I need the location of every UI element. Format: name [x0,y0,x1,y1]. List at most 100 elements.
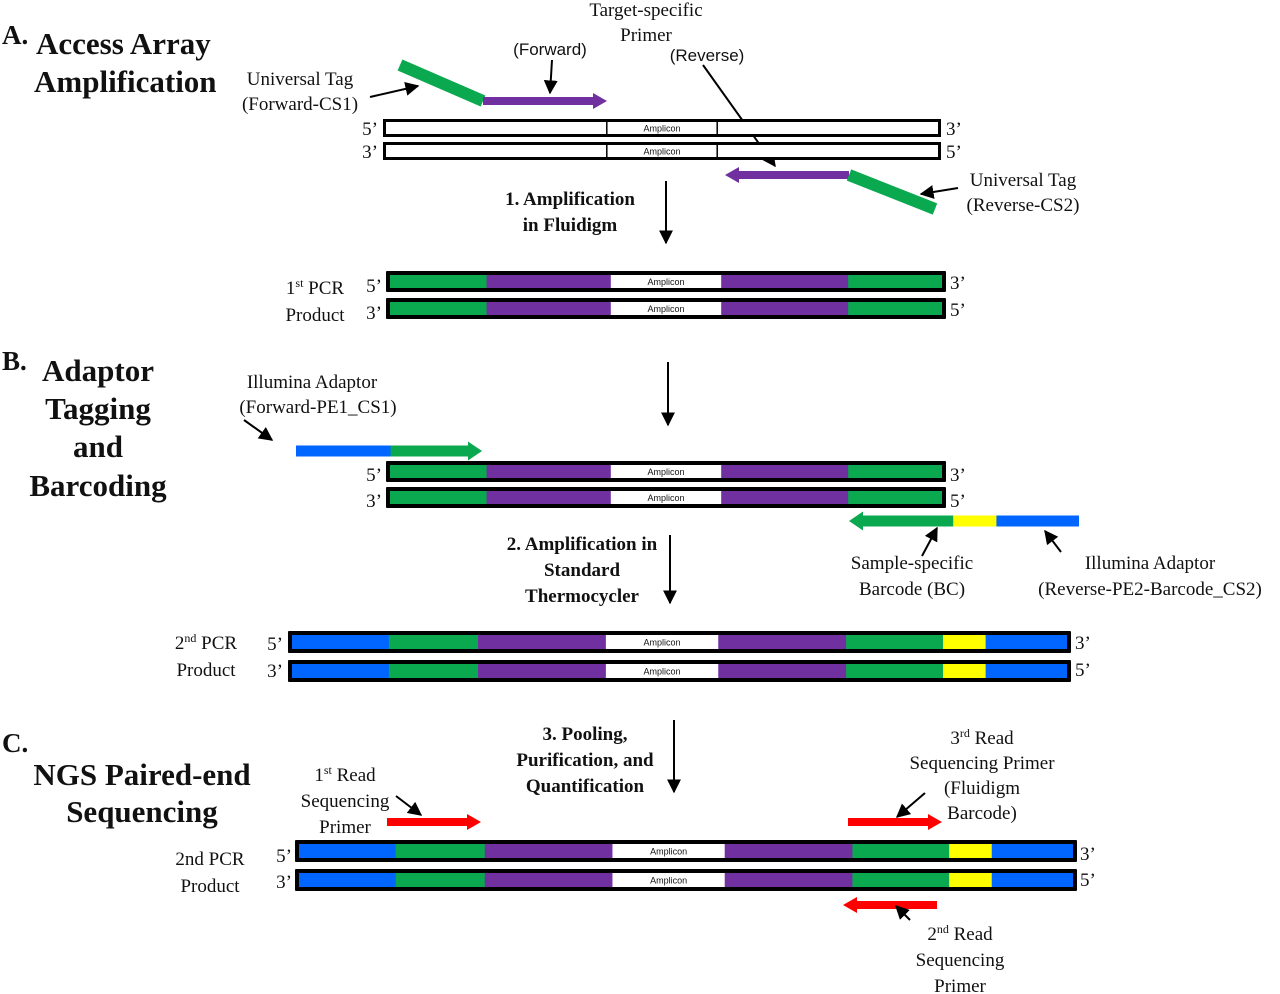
strand-segment-tag [390,302,488,315]
strand-segment-tag [852,844,950,858]
strand-segment-amplicon [610,465,722,478]
strand-segment-primer [486,491,612,504]
arrow-segment-adaptor [296,445,392,457]
step-3-line3: Quantification [526,776,645,797]
read3-line4: Barcode) [947,803,1017,824]
universal-tag-forward-pointer [369,81,420,98]
section-c-title: C. NGS Paired-end Sequencing [2,728,251,829]
step-3-line2: Purification, and [516,750,654,771]
b-bottom-right-end: 5’ [950,491,966,512]
arrow-segment-adaptor [996,515,1079,527]
c-bottom-left-end: 3’ [276,872,292,893]
illumina-reverse-line1: Illumina Adaptor [1085,553,1216,574]
illumina-forward-pointer [243,419,274,441]
strand-segment-tag [395,844,486,858]
amplicon-label: Amplicon [647,493,684,503]
read1-line2: Sequencing [301,791,390,812]
strand-segment-primer [484,873,613,887]
read1-line1: 1st Read [314,763,376,786]
strand-segment-adaptor [985,664,1067,678]
arrow-segment-tag [862,515,954,527]
strand-segment-tag [848,302,942,315]
amplicon-label: Amplicon [647,304,684,314]
forward-universal-tag-segment [397,59,486,107]
section-b-title-line2: Tagging [45,391,151,426]
section-a-title-line1: Access Array [36,26,211,61]
read3-pointer [895,792,926,818]
illumina-forward-line1: Illumina Adaptor [247,372,378,393]
c-pcr-label-line2: Product [180,876,240,897]
step-3-line1: 3. Pooling, [543,724,628,745]
section-c-title-line1: NGS Paired-end [33,757,250,792]
strand-segment-primer [486,275,612,288]
arrow-head [849,511,863,531]
reverse-universal-tag-segment [846,169,938,215]
first-pcr-label-line2: Product [285,305,345,326]
read1-pointer [395,795,423,816]
illumina-adaptor-reverse-label: Illumina Adaptor (Reverse-PE2-Barcode_CS… [1038,553,1262,600]
strand-segment-tag [390,491,488,504]
read2-sequencing-primer-arrow [843,897,937,913]
step-1-line1: 1. Amplification [505,189,635,210]
strand-segment-adaptor [991,873,1073,887]
step-2-line3: Thermocycler [525,586,640,607]
strand-segment-barcode [943,664,987,678]
template-strand-top: Amplicon [383,119,941,137]
strand-segment-amplicon [605,664,719,678]
section-b-title-line1: Adaptor [42,353,154,388]
template-strand-bottom: Amplicon [383,142,941,160]
arrow-head [725,167,739,183]
strand-segment-amplicon [610,275,722,288]
third-pcr-product-label: 2nd PCR Product [175,849,244,897]
pcr2-bottom-left-end: 3’ [267,661,283,682]
strand-segment-amplicon [612,844,726,858]
strand-segment-tag [390,275,488,288]
section-b-title: B. Adaptor Tagging and Barcoding [2,346,167,503]
arrow-segment-barcode [953,515,997,527]
strand-segment-amplicon [610,302,722,315]
b-top-right-end: 3’ [950,465,966,486]
arrow-segment-primer [738,171,849,179]
section-c-title-line2: Sequencing [66,794,218,829]
section-c-letter: C. [2,728,28,758]
pcr1-top-right-end: 3’ [950,273,966,294]
strand-segment-tag [388,635,479,649]
strand-segment-adaptor [991,844,1073,858]
strand-segment-barcode [949,844,993,858]
arrow-head [467,814,481,830]
step-2-line2: Standard [544,560,620,581]
second-pcr-product-label: 2nd PCR Product [175,631,237,681]
target-primer-label-line2: Primer [620,25,672,46]
strand-segment-primer [486,302,612,315]
step-2-line1: 2. Amplification in [507,534,658,555]
strand-segment-primer [721,275,849,288]
illumina-adaptor-forward-label: Illumina Adaptor (Forward-PE1_CS1) [239,372,396,418]
forward-target-primer-arrow [483,93,607,109]
sample-barcode-line2: Barcode (BC) [859,579,965,600]
arrow-segment-tag [390,445,469,457]
strand-segment-tag [848,275,942,288]
strand-segment-tag [390,465,488,478]
strand-segment-primer [721,465,849,478]
strand-segment-adaptor [985,635,1067,649]
read1-sequencing-primer-arrow [387,814,481,830]
arrow-head [468,441,482,461]
arrow-segment-seq_primer [848,818,929,826]
pcr1-bottom-right-end: 5’ [950,300,966,321]
strand-segment-tag [848,465,942,478]
sample-barcode-label: Sample-specific Barcode (BC) [851,553,973,600]
universal-tag-forward-label: Universal Tag (Forward-CS1) [242,69,358,115]
strand-segment-adaptor [292,664,390,678]
second-pcr-strand-bottom: Amplicon [288,660,1071,682]
c-top-left-end: 5’ [276,846,292,867]
universal-tag-forward-line2: (Forward-CS1) [242,94,358,115]
target-primer-label: Target-specific Primer [589,0,702,46]
strand-segment-primer [721,491,849,504]
first-pcr-product-label: 1st PCR Product [285,276,345,326]
reverse-target-primer-arrow [725,167,849,183]
strand-segment-primer [718,664,847,678]
illumina-forward-line2: (Forward-PE1_CS1) [239,397,396,418]
strand-segment-primer [724,873,853,887]
strand-segment-adaptor [299,873,397,887]
strand-outline [383,119,941,137]
